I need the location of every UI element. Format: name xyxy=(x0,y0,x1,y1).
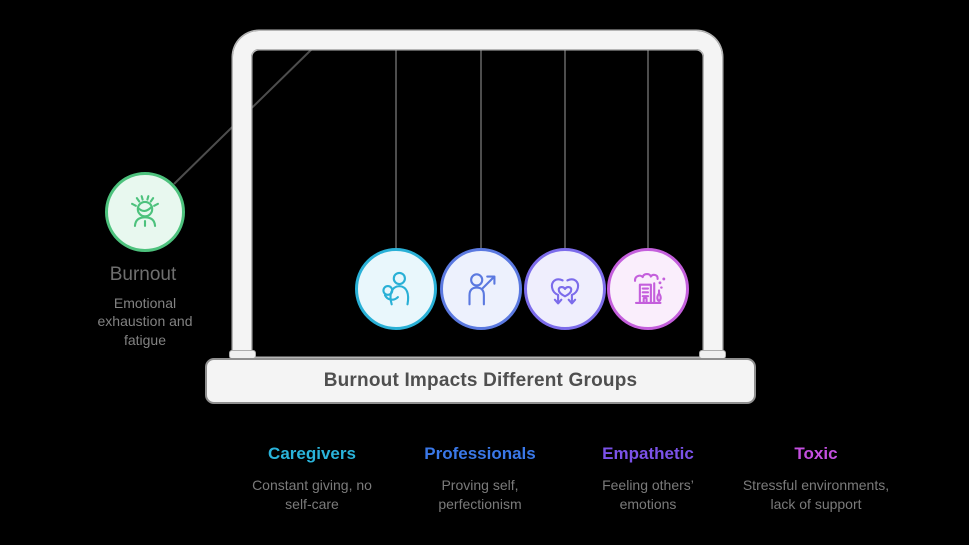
legend-professionals: Professionals Proving self, perfectionis… xyxy=(405,444,555,515)
diagram-title: Burnout Impacts Different Groups xyxy=(323,370,638,391)
stressed-person-icon xyxy=(131,195,159,227)
legend-label-caregivers: Caregivers xyxy=(268,444,356,463)
burnout-description: Emotional exhaustion and fatigue xyxy=(97,295,193,348)
legend-label-professionals: Professionals xyxy=(424,444,536,463)
ball-empathetic xyxy=(524,248,606,330)
legend-description-caregivers: Constant giving, no self-care xyxy=(252,477,372,513)
shared-heart-icon xyxy=(550,278,580,305)
legend-label-empathetic: Empathetic xyxy=(602,444,694,463)
legend-description-professionals: Proving self, perfectionism xyxy=(438,477,522,513)
legend-empathetic: Empathetic Feeling others’ emotions xyxy=(573,444,723,515)
ball-caregivers xyxy=(355,248,437,330)
legend-toxic: Toxic Stressful environments, lack of su… xyxy=(741,444,891,515)
polluting-factory-icon xyxy=(634,273,666,304)
ball-professionals xyxy=(440,248,522,330)
cradle-frame xyxy=(233,31,722,358)
legend-description-toxic: Stressful environments, lack of support xyxy=(742,477,890,513)
legend-label-toxic: Toxic xyxy=(794,444,838,463)
caregiver-with-baby-icon xyxy=(382,271,410,306)
burnout-label: Burnout xyxy=(109,264,177,285)
legend-caregivers: Caregivers Constant giving, no self-care xyxy=(237,444,387,515)
ball-toxic xyxy=(607,248,689,330)
person-growth-arrow-icon xyxy=(468,273,496,306)
legend-description-empathetic: Feeling others’ emotions xyxy=(602,477,694,513)
burnout-ball xyxy=(105,172,185,252)
base-bar: Burnout Impacts Different Groups xyxy=(205,358,756,404)
